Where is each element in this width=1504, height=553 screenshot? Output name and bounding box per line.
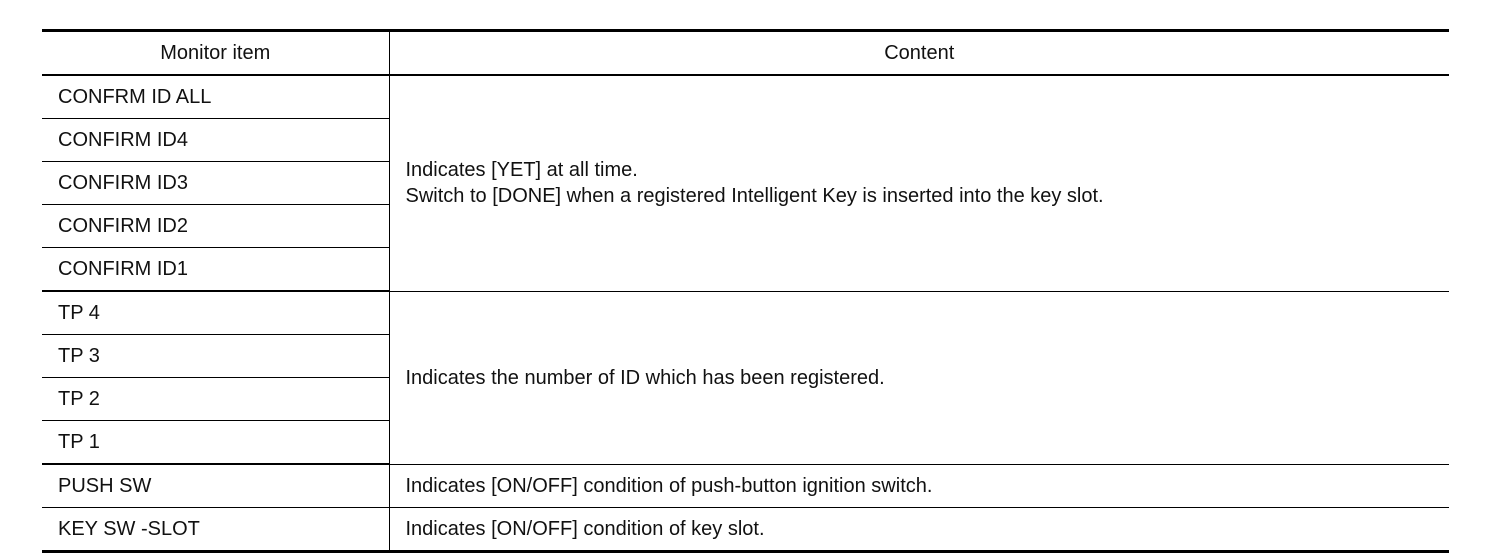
monitor-item-cell: TP 4 <box>42 291 390 335</box>
monitor-item-cell: CONFRM ID ALL <box>42 75 390 119</box>
table-row: CONFIRM ID2 <box>42 204 1449 248</box>
content-cell: Indicates [ON/OFF] condition of key slot… <box>389 507 1449 553</box>
table-row: KEY SW -SLOT Indicates [ON/OFF] conditio… <box>42 507 1449 553</box>
content-cell: Indicates the number of ID which has bee… <box>389 291 1449 465</box>
monitor-item-cell: CONFIRM ID3 <box>42 161 390 205</box>
table-row: CONFIRM ID1 <box>42 247 1449 292</box>
content-line: Indicates [ON/OFF] condition of key slot… <box>405 518 765 540</box>
header-content: Content <box>389 29 1449 76</box>
table-row: TP 1 <box>42 420 1449 465</box>
monitor-item-cell: CONFIRM ID1 <box>42 247 390 292</box>
content-line: Switch to [DONE] when a registered Intel… <box>405 185 1104 208</box>
monitor-item-cell: CONFIRM ID2 <box>42 204 390 248</box>
content-line: Indicates the number of ID which has bee… <box>405 366 885 389</box>
table-row: PUSH SW Indicates [ON/OFF] condition of … <box>42 464 1449 508</box>
monitor-item-cell: PUSH SW <box>42 464 390 508</box>
table-row: CONFIRM ID3 <box>42 161 1449 205</box>
document-page: Monitor item Content CONFRM ID ALL Indic… <box>42 29 1449 553</box>
table-row: TP 4 Indicates the number of ID which ha… <box>42 291 1449 465</box>
content-line: Indicates [YET] at all time. <box>405 159 638 182</box>
monitor-item-cell: TP 1 <box>42 420 390 465</box>
monitor-item-cell: CONFIRM ID4 <box>42 118 390 162</box>
table-header-row: Monitor item Content <box>42 29 1449 76</box>
content-cell: Indicates [ON/OFF] condition of push-but… <box>389 464 1449 508</box>
header-monitor-item: Monitor item <box>42 29 390 76</box>
table-row: CONFRM ID ALL Indicates [YET] at all tim… <box>42 75 1449 292</box>
content-cell: Indicates [YET] at all time. Switch to [… <box>389 75 1449 292</box>
table-row: CONFIRM ID4 <box>42 118 1449 162</box>
monitor-item-cell: TP 3 <box>42 334 390 378</box>
table-row: TP 2 <box>42 377 1449 421</box>
monitor-item-cell: TP 2 <box>42 377 390 421</box>
table-row: TP 3 <box>42 334 1449 378</box>
monitor-item-table: Monitor item Content CONFRM ID ALL Indic… <box>42 29 1449 553</box>
monitor-item-cell: KEY SW -SLOT <box>42 507 390 553</box>
content-line: Indicates [ON/OFF] condition of push-but… <box>405 474 933 497</box>
